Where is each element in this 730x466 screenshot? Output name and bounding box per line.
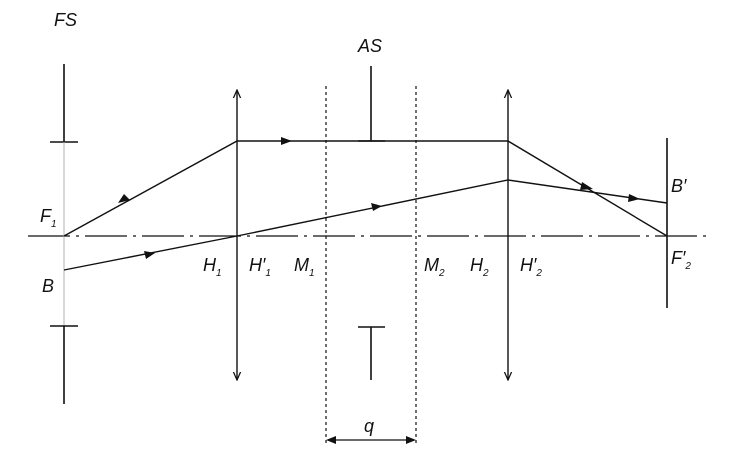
- label-b-prime: B′: [671, 176, 687, 196]
- label-m2: M2: [424, 255, 445, 279]
- label-q: q: [364, 416, 374, 436]
- label-m1: M1: [294, 255, 315, 279]
- ray-arrowhead: [118, 194, 130, 203]
- label-f1: F1: [40, 206, 57, 230]
- ray-arrowhead: [371, 203, 382, 211]
- label-as: AS: [357, 36, 382, 56]
- ray-arrowhead: [628, 194, 640, 202]
- marginal-ray: [63, 140, 668, 237]
- label-h2-prime: H′2: [520, 255, 542, 279]
- label-h2: H2: [470, 255, 489, 279]
- label-h1-prime: H′1: [249, 255, 271, 279]
- chief-ray: [63, 179, 668, 271]
- label-h1: H1: [203, 255, 222, 279]
- aperture-stop: [358, 66, 385, 380]
- ray-arrowhead: [144, 251, 155, 259]
- ray-arrowhead: [580, 182, 593, 190]
- field-stop: [50, 64, 78, 404]
- ray-arrowhead: [281, 137, 292, 145]
- label-b: B: [42, 276, 54, 296]
- label-f2-prime: F′2: [671, 248, 691, 272]
- label-fs: FS: [54, 10, 77, 30]
